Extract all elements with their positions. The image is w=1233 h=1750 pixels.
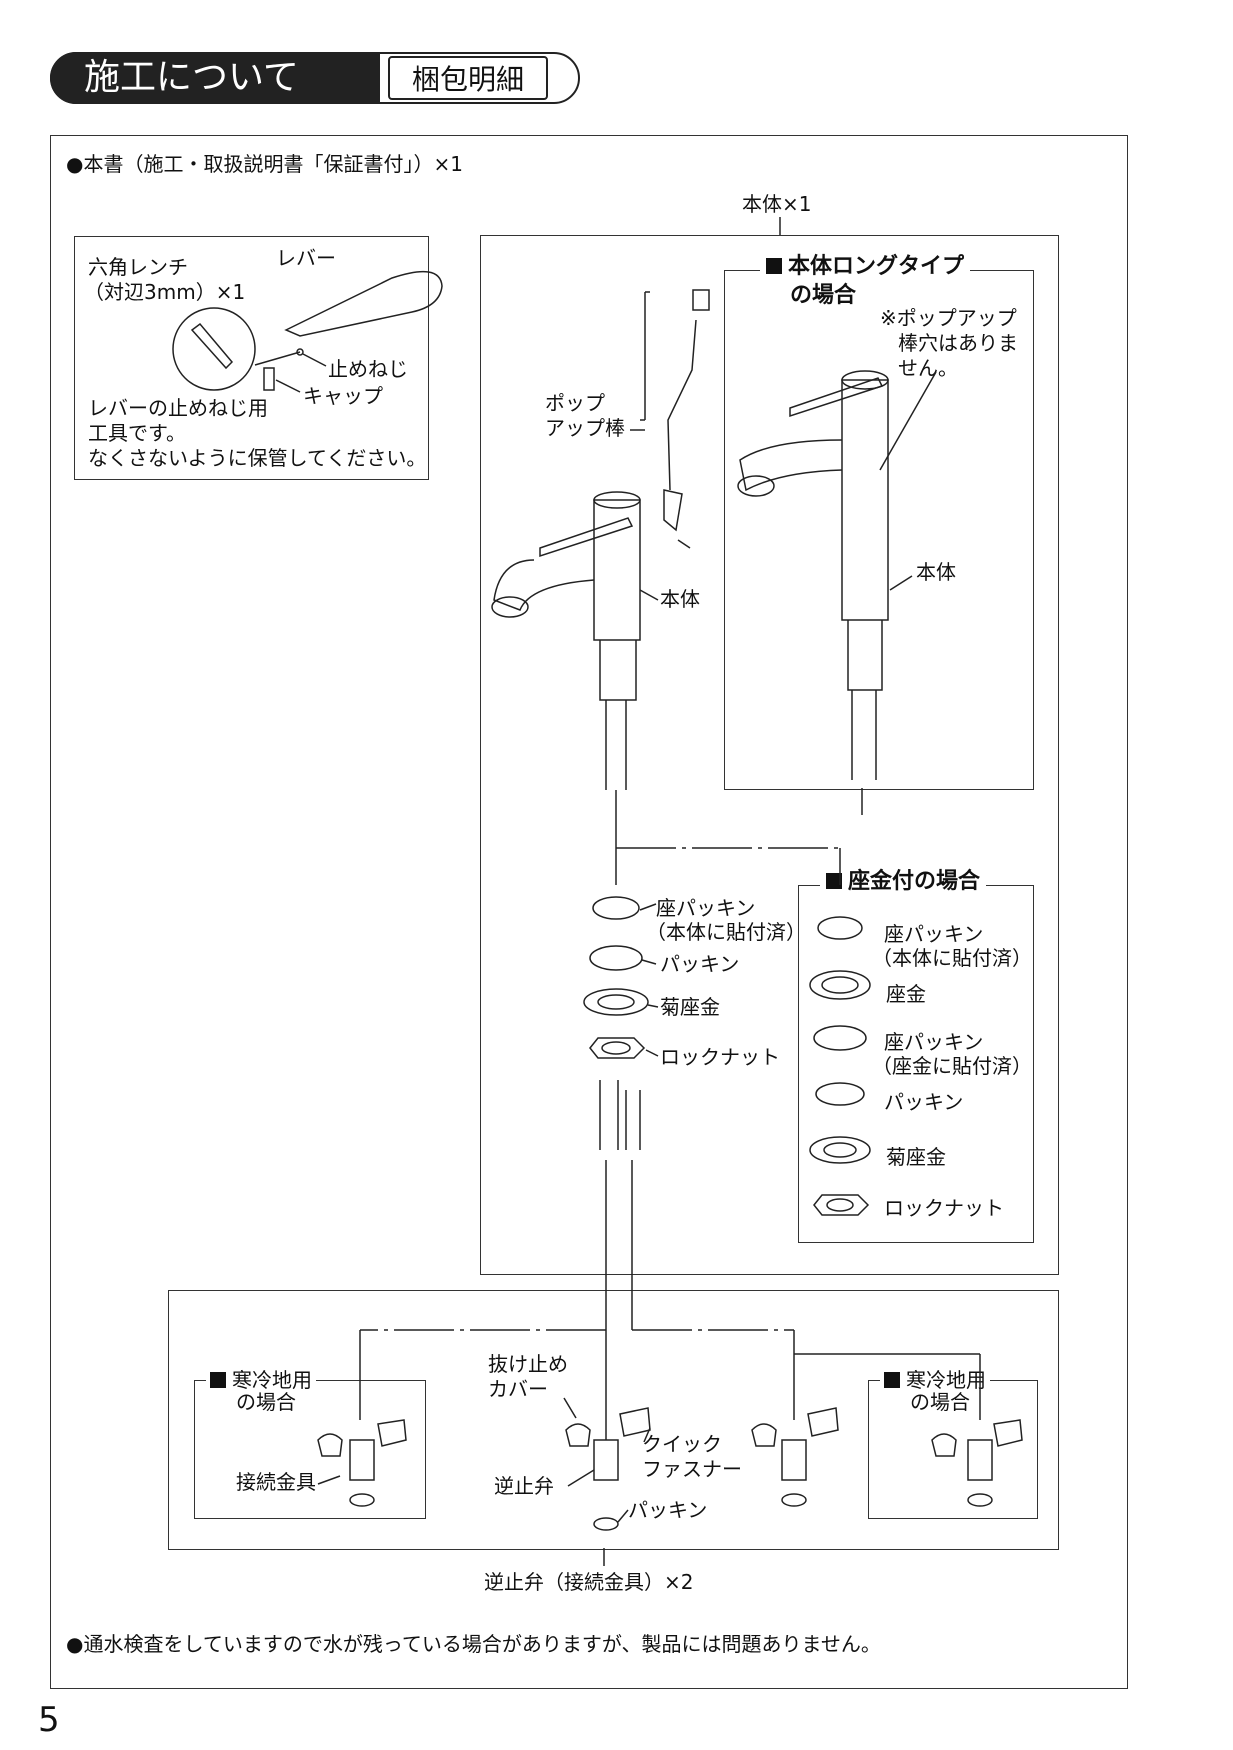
cold-left-box — [194, 1380, 426, 1519]
wrench-label: 六角レンチ — [88, 255, 188, 279]
wrench-size-label: （対辺3mm）×1 — [84, 280, 246, 304]
cover-label-1: 抜け止め — [488, 1352, 568, 1376]
wc-packing: パッキン — [884, 1090, 964, 1114]
main-body-title: 本体×1 — [742, 192, 812, 216]
wc-seat-packing2-note: （座金に貼付済） — [872, 1054, 1032, 1078]
square-bullet — [884, 1372, 900, 1388]
fastener-label-1: クイック — [642, 1432, 722, 1456]
tool-note-3: なくさないように保管してください。 — [88, 446, 427, 470]
cold-left-title: 寒冷地用 — [206, 1368, 316, 1392]
long-note-1: ※ポップアップ — [880, 306, 1017, 330]
seat-packing-note: （本体に貼付済） — [646, 920, 806, 944]
cap-label: キャップ — [303, 384, 383, 408]
seat-packing-label: 座パッキン — [656, 896, 756, 920]
long-note-3: せん。 — [898, 356, 958, 380]
fitting-label: 接続金具 — [236, 1470, 316, 1494]
wc-lock-nut: ロックナット — [884, 1196, 1004, 1220]
popup-rod-label-1: ポップ — [545, 391, 605, 415]
long-type-title: 本体ロングタイプ — [760, 255, 971, 279]
manual-note: ●本書（施工・取扱説明書「保証書付」）×1 — [66, 152, 463, 176]
packing-label: パッキン — [660, 952, 740, 976]
check-valve-title: 逆止弁（接続金具）×2 — [484, 1570, 694, 1594]
cv-packing-label: パッキン — [628, 1498, 708, 1522]
wc-seat-packing-note: （本体に貼付済） — [872, 946, 1032, 970]
page-title: 施工について — [50, 52, 380, 104]
cold-left-title-2: の場合 — [236, 1390, 296, 1414]
wc-seat-packing2: 座パッキン — [884, 1030, 984, 1054]
wc-chrysanthemum-washer: 菊座金 — [886, 1145, 946, 1169]
square-bullet — [210, 1372, 226, 1388]
square-bullet — [826, 873, 842, 889]
water-note: ●通水検査をしていますので水が残っている場合がありますが、製品には問題ありません… — [66, 1632, 881, 1656]
wc-seat-packing: 座パッキン — [884, 922, 984, 946]
lock-nut-label: ロックナット — [660, 1045, 780, 1069]
washer-case-box — [798, 885, 1034, 1243]
page-number: 5 — [38, 1700, 60, 1740]
cover-label-2: カバー — [488, 1377, 548, 1401]
cold-right-title: 寒冷地用 — [880, 1368, 990, 1392]
lever-label: レバー — [276, 246, 336, 270]
screw-label: 止めねじ — [328, 357, 408, 381]
popup-rod-label-2: アップ棒 — [545, 416, 625, 440]
chrysanthemum-washer-label: 菊座金 — [660, 995, 720, 1019]
fastener-label-2: ファスナー — [642, 1457, 742, 1481]
wc-washer: 座金 — [886, 982, 926, 1006]
square-bullet — [766, 258, 782, 274]
valve-label: 逆止弁 — [494, 1474, 554, 1498]
washer-case-title: 座金付の場合 — [820, 870, 987, 894]
long-type-title-2: の場合 — [790, 283, 857, 308]
tool-note-2: 工具です。 — [88, 421, 186, 445]
long-body-label: 本体 — [916, 560, 956, 584]
long-note-2: 棒穴はありま — [898, 331, 1018, 355]
page-subtitle: 梱包明細 — [388, 56, 548, 100]
cold-right-title-2: の場合 — [910, 1390, 970, 1414]
body-label: 本体 — [660, 587, 700, 611]
tool-note-1: レバーの止めねじ用 — [88, 396, 268, 420]
